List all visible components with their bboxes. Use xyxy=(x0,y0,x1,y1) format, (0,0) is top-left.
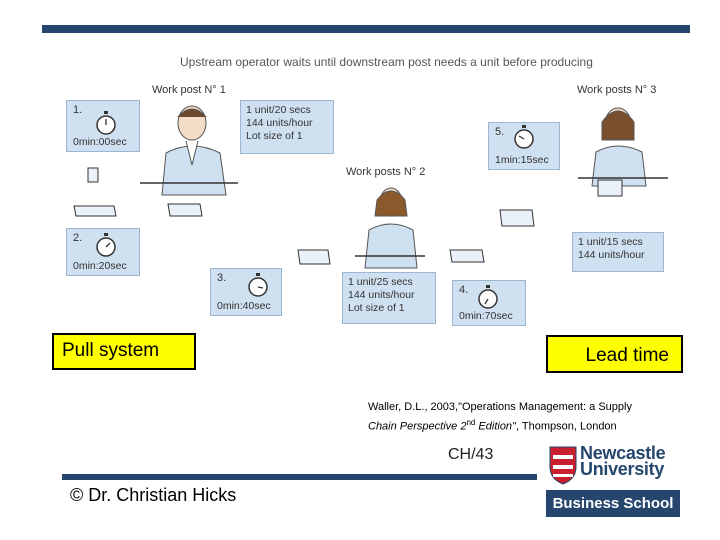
stopwatch-icon xyxy=(248,273,268,297)
tray-illustrations xyxy=(73,167,623,265)
timer-time: 0min:40sec xyxy=(217,300,271,312)
info-line: Lot size of 1 xyxy=(348,302,405,314)
reference-citation: Waller, D.L., 2003,"Operations Managemen… xyxy=(368,400,668,435)
logo-name-line-1: Newcastle xyxy=(580,443,666,463)
worker-1-illustration xyxy=(140,105,238,196)
stopwatch-icon xyxy=(478,285,498,309)
lead-time-label: Lead time xyxy=(546,335,683,373)
timer-number: 4. xyxy=(459,284,469,296)
top-bar xyxy=(42,25,690,33)
timer-2: 2. 0min:20sec xyxy=(66,228,140,276)
pull-system-text: Pull system xyxy=(62,340,160,361)
logo-name-line-2: University xyxy=(580,459,665,479)
timer-4: 4. 0min:70sec xyxy=(452,280,526,326)
reference-line-1: Waller, D.L., 2003,"Operations Managemen… xyxy=(368,401,632,413)
info-box-post-3: 1 unit/15 secs 144 units/hour xyxy=(572,232,664,272)
crest-icon xyxy=(549,446,577,485)
diagram-caption: Upstream operator waits until downstream… xyxy=(180,55,593,69)
info-line: 144 units/hour xyxy=(348,289,415,301)
reference-edition: Edition" xyxy=(475,420,516,433)
stopwatch-icon xyxy=(96,233,116,257)
work-post-2-label: Work posts N° 2 xyxy=(346,166,426,178)
bottom-bar xyxy=(62,474,537,480)
timer-time: 0min:00sec xyxy=(73,136,127,148)
work-post-1-label: Work post N° 1 xyxy=(152,84,226,96)
info-line: 144 units/hour xyxy=(246,117,313,129)
reference-sup: nd xyxy=(466,418,476,427)
reference-publisher: , Thompson, London xyxy=(515,420,617,433)
timer-number: 1. xyxy=(73,104,83,116)
timer-1: 1. 0min:00sec xyxy=(66,100,140,152)
timer-number: 3. xyxy=(217,272,227,284)
info-box-post-1: 1 unit/20 secs 144 units/hour Lot size o… xyxy=(240,100,334,154)
timer-number: 2. xyxy=(73,232,83,244)
info-line: 144 units/hour xyxy=(578,249,645,261)
worker-2-illustration xyxy=(355,187,425,269)
lead-time-text: Lead time xyxy=(585,345,669,366)
work-post-3-label: Work posts N° 3 xyxy=(577,84,657,96)
logo-business-school: Business School xyxy=(546,490,680,517)
copyright-text: © Dr. Christian Hicks xyxy=(70,485,237,505)
info-line: 1 unit/20 secs xyxy=(246,104,311,116)
timer-time: 0min:20sec xyxy=(73,260,127,272)
pull-system-label: Pull system xyxy=(52,333,196,370)
reference-title: Chain Perspective 2 xyxy=(368,420,467,433)
info-box-post-2: 1 unit/25 secs 144 units/hour Lot size o… xyxy=(342,272,436,324)
info-line: 1 unit/15 secs xyxy=(578,236,643,248)
stopwatch-icon xyxy=(514,125,534,149)
info-line: 1 unit/25 secs xyxy=(348,276,413,288)
timer-number: 5. xyxy=(495,126,505,138)
slide-number: CH/43 xyxy=(448,446,494,463)
reference-line-2: Chain Perspective 2nd Edition", Thompson… xyxy=(368,415,668,435)
newcastle-university-logo: Newcastle University Business School xyxy=(543,443,683,518)
info-line: Lot size of 1 xyxy=(246,130,303,142)
worker-3-illustration xyxy=(578,107,668,187)
stopwatch-icon xyxy=(96,111,116,135)
timer-time: 0min:70sec xyxy=(459,310,513,322)
timer-time: 1min:15sec xyxy=(495,154,549,166)
timer-3: 3. 0min:40sec xyxy=(210,268,282,316)
timer-5: 5. 1min:15sec xyxy=(488,122,560,170)
